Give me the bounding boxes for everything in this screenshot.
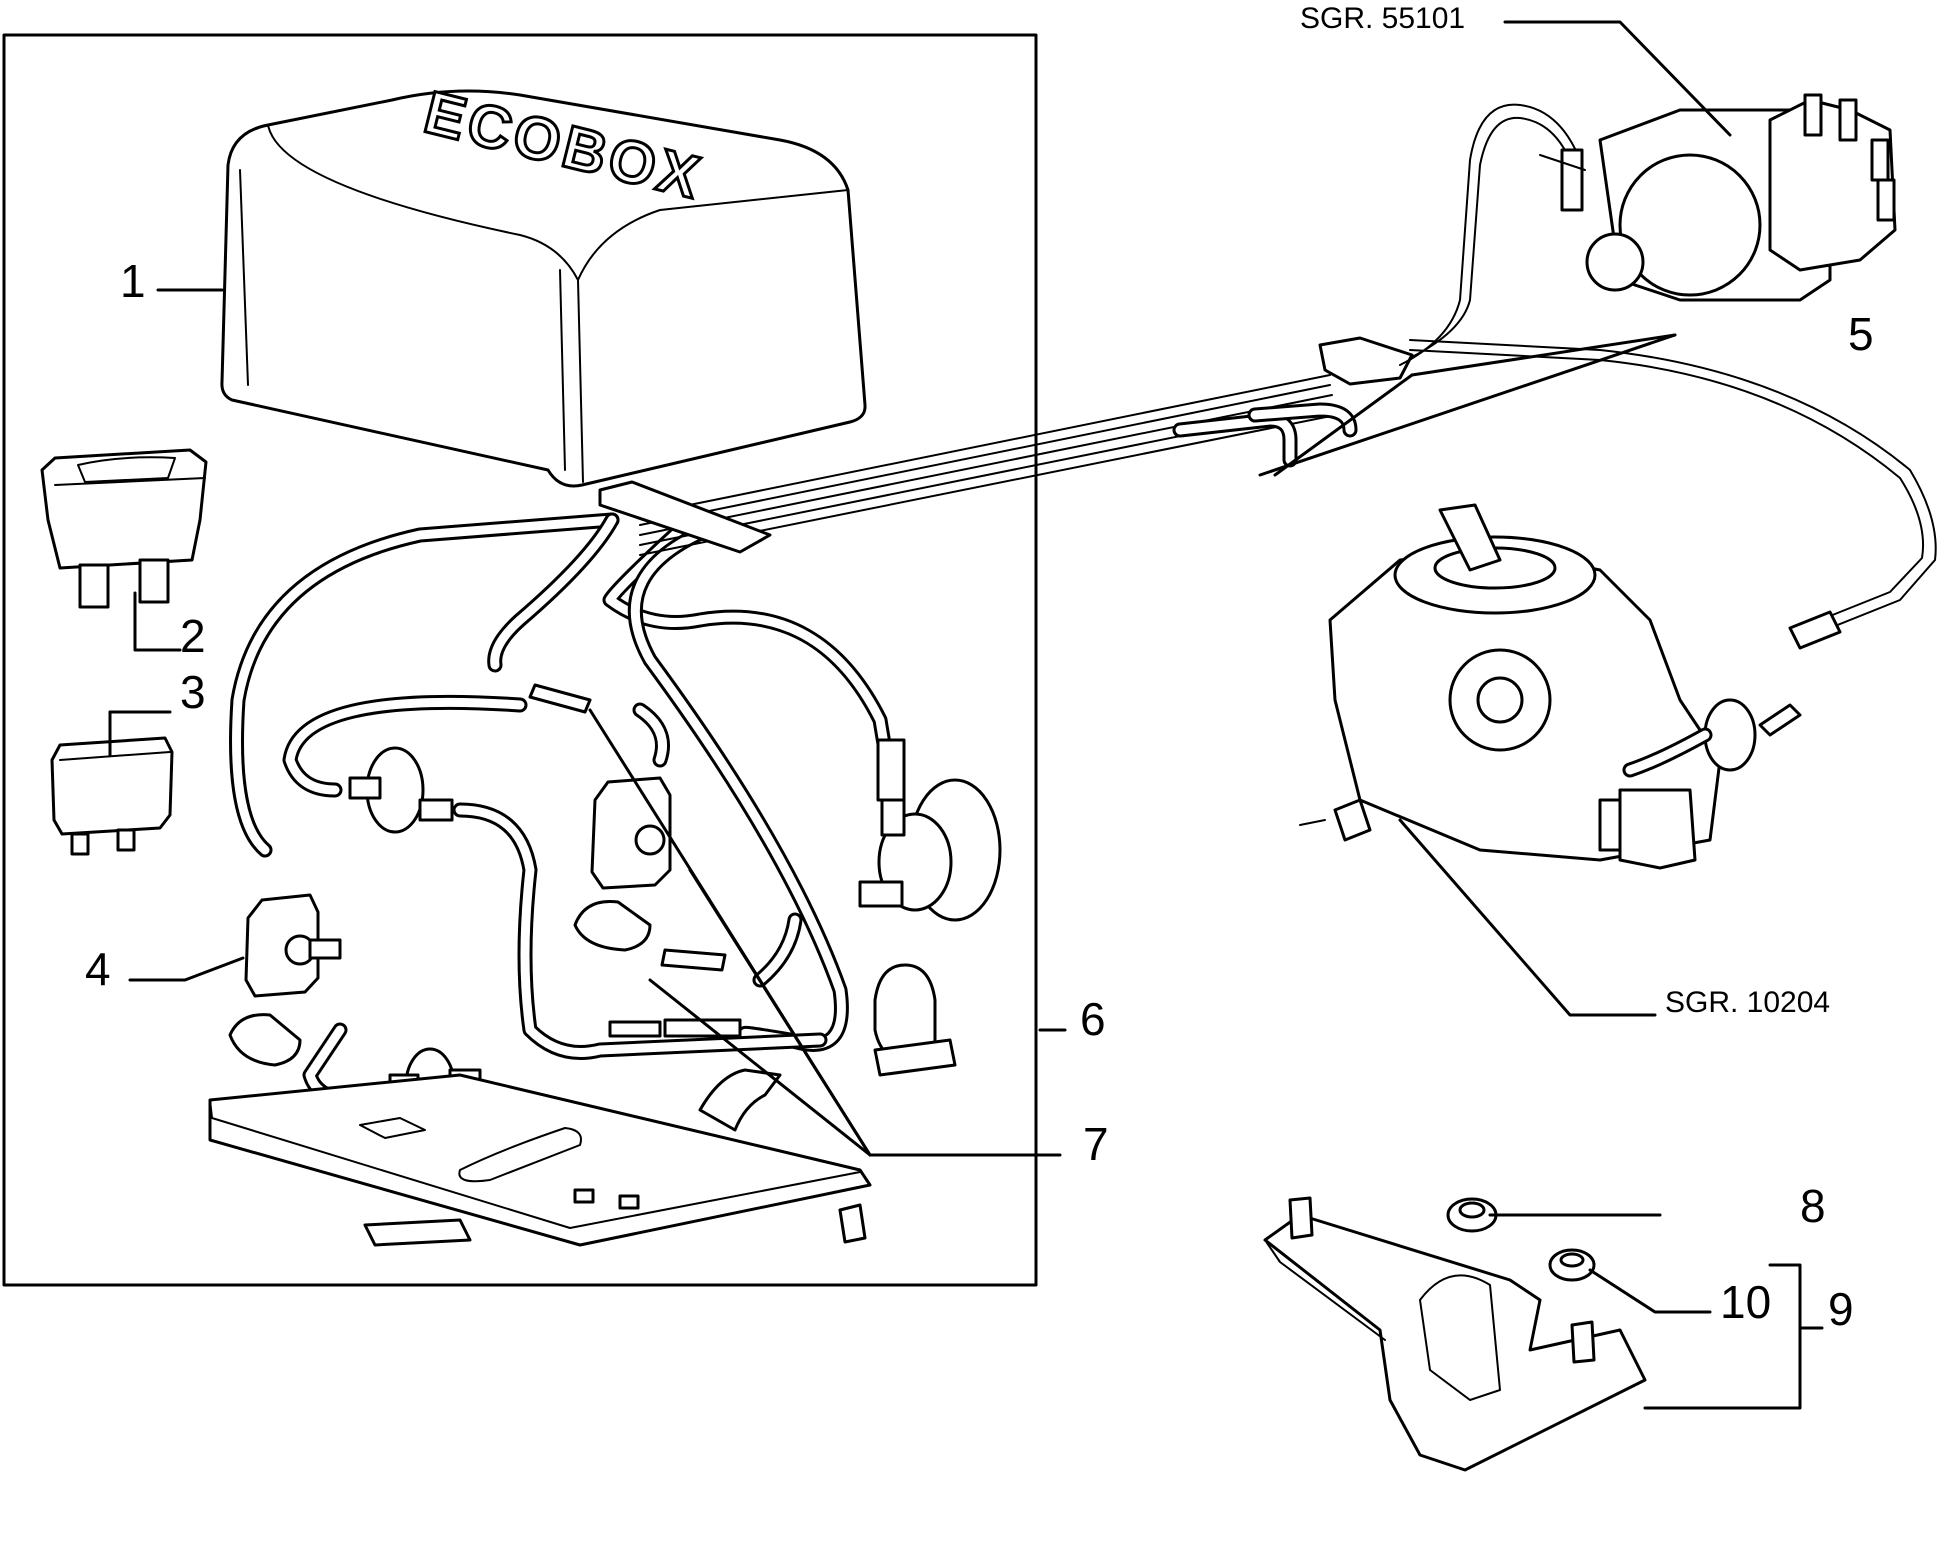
callout-5: 5 bbox=[1848, 308, 1874, 360]
connectors-group-7 bbox=[528, 683, 742, 1038]
callout-10: 10 bbox=[1720, 1276, 1771, 1328]
callout-7: 7 bbox=[1083, 1118, 1109, 1170]
solenoid-valve bbox=[228, 893, 342, 1067]
callout-9: 9 bbox=[1828, 1283, 1854, 1335]
solenoid-valve-center bbox=[573, 776, 672, 952]
kit-frame bbox=[2, 33, 1038, 1287]
cover-box: ECOBOX bbox=[220, 77, 867, 488]
callout-2: 2 bbox=[180, 610, 206, 662]
vacuum-capsule bbox=[858, 738, 1002, 922]
nut-8 bbox=[1446, 1197, 1498, 1233]
vacuum-hoses bbox=[229, 512, 898, 1107]
carburetor bbox=[1299, 503, 1802, 870]
callout-4: 4 bbox=[85, 943, 111, 995]
relay bbox=[50, 736, 174, 856]
hose-clip bbox=[873, 963, 957, 1077]
harness-branches bbox=[1399, 103, 1937, 650]
ecu-plate bbox=[208, 1068, 872, 1247]
bracket bbox=[1263, 1196, 1647, 1472]
reference-carburetor: SGR. 10204 bbox=[1665, 986, 1830, 1019]
callout-8: 8 bbox=[1800, 1180, 1826, 1232]
reference-distributor: SGR. 55101 bbox=[1300, 2, 1465, 35]
callout-1: 1 bbox=[120, 255, 146, 307]
leader-lines bbox=[108, 20, 1824, 1410]
vacuum-filter-upper bbox=[348, 746, 454, 834]
distributor bbox=[1539, 93, 1897, 302]
callout-6: 6 bbox=[1080, 993, 1106, 1045]
wiring-harness bbox=[598, 336, 1414, 556]
fuse-holder bbox=[40, 448, 208, 609]
callout-3: 3 bbox=[180, 666, 206, 718]
nut-10 bbox=[1548, 1248, 1596, 1282]
